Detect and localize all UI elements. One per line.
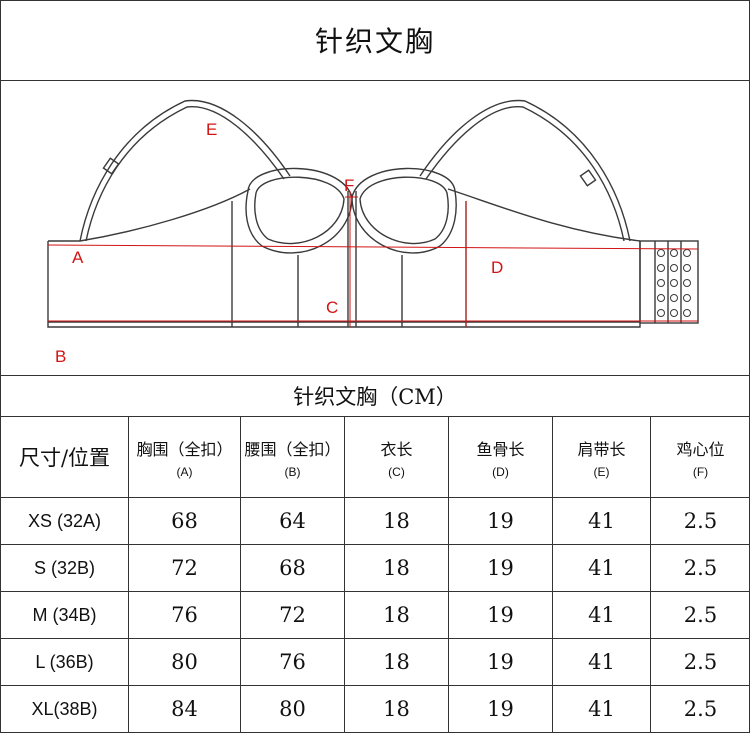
label-e: E: [206, 120, 217, 139]
left-strap-inner: [85, 106, 285, 242]
label-f: F: [344, 176, 354, 195]
cell-c: 18: [344, 685, 449, 733]
band-top-right: [447, 188, 641, 242]
header-length: 衣长 (C): [344, 416, 449, 498]
header-code: (D): [492, 464, 509, 479]
cell-f: 2.5: [650, 591, 750, 639]
cell-c: 18: [344, 497, 449, 545]
header-label: 鸡心位: [676, 439, 725, 459]
bra-diagram-svg: A B C D E F: [47, 99, 699, 366]
table-caption: 针织文胸（CM）: [0, 375, 750, 417]
cell-size: XS (32A): [0, 497, 129, 545]
cell-c: 18: [344, 544, 449, 592]
cell-a: 84: [128, 685, 241, 733]
cell-e: 41: [552, 544, 651, 592]
left-strap-outer: [79, 99, 291, 242]
page-title: 针织文胸: [0, 0, 750, 81]
cell-a: 76: [128, 591, 241, 639]
header-underband: 腰围（全扣） (B): [240, 416, 345, 498]
cell-e: 41: [552, 497, 651, 545]
cell-f: 2.5: [650, 685, 750, 733]
hook-eyes: [657, 249, 691, 317]
cell-d: 19: [448, 591, 553, 639]
band-top-left: [48, 188, 251, 242]
cell-d: 19: [448, 638, 553, 686]
cell-size: M (34B): [0, 591, 129, 639]
header-label: 腰围（全扣）: [244, 439, 341, 459]
table-row: S (32B) 72 68 18 19 41 2.5: [0, 544, 750, 592]
left-strap-slider: [102, 157, 120, 175]
right-cup-outer: [351, 167, 457, 254]
right-strap-outer: [419, 99, 631, 242]
label-a: A: [72, 248, 84, 267]
header-label: 肩带长: [577, 439, 626, 459]
header-code: (C): [388, 464, 405, 479]
header-label: 胸围（全扣）: [136, 439, 233, 459]
cell-a: 68: [128, 497, 241, 545]
band-outline: [47, 241, 641, 328]
cell-f: 2.5: [650, 638, 750, 686]
header-label: 衣长: [380, 439, 413, 459]
table-row: XS (32A) 68 64 18 19 41 2.5: [0, 497, 750, 545]
cell-b: 80: [240, 685, 345, 733]
header-code: (F): [692, 464, 709, 479]
cell-d: 19: [448, 685, 553, 733]
header-gore-width: 鸡心位 (F): [650, 416, 750, 498]
cell-b: 76: [240, 638, 345, 686]
size-table: 尺寸/位置 胸围（全扣） (A) 腰围（全扣） (B) 衣长 (C) 鱼骨长 (…: [0, 416, 750, 733]
cell-size: L (36B): [0, 638, 129, 686]
header-label: 鱼骨长: [476, 439, 525, 459]
table-row: M (34B) 76 72 18 19 41 2.5: [0, 591, 750, 639]
left-cup-inner: [254, 176, 345, 245]
label-b: B: [55, 347, 66, 366]
bra-diagram: A B C D E F: [0, 81, 750, 375]
header-size-position: 尺寸/位置: [0, 416, 129, 498]
header-boning-length: 鱼骨长 (D): [448, 416, 553, 498]
header-code: (E): [593, 464, 610, 479]
cell-b: 68: [240, 544, 345, 592]
header-code: (A): [176, 464, 193, 479]
label-c: C: [326, 298, 338, 317]
left-cup-outer: [245, 167, 353, 254]
table-row: L (36B) 80 76 18 19 41 2.5: [0, 638, 750, 686]
label-d: D: [491, 258, 503, 277]
hook-panel: [639, 240, 699, 324]
measure-line-a: [47, 244, 699, 250]
cell-f: 2.5: [650, 497, 750, 545]
cell-c: 18: [344, 591, 449, 639]
right-strap-inner: [425, 106, 625, 242]
hook-dividers: [654, 241, 682, 323]
cell-a: 80: [128, 638, 241, 686]
header-code: (B): [284, 464, 301, 479]
cell-size: S (32B): [0, 544, 129, 592]
cell-e: 41: [552, 638, 651, 686]
cell-a: 72: [128, 544, 241, 592]
cell-b: 64: [240, 497, 345, 545]
cell-c: 18: [344, 638, 449, 686]
table-row: XL(38B) 84 80 18 19 41 2.5: [0, 685, 750, 733]
header-strap-length: 肩带长 (E): [552, 416, 651, 498]
header-bust: 胸围（全扣） (A): [128, 416, 241, 498]
table-header-row: 尺寸/位置 胸围（全扣） (A) 腰围（全扣） (B) 衣长 (C) 鱼骨长 (…: [0, 416, 750, 498]
center-gore: [347, 191, 357, 327]
cell-size: XL(38B): [0, 685, 129, 733]
right-strap-slider: [579, 169, 597, 187]
right-cup-inner: [359, 176, 449, 245]
cell-f: 2.5: [650, 544, 750, 592]
cell-d: 19: [448, 497, 553, 545]
cell-e: 41: [552, 685, 651, 733]
cell-d: 19: [448, 544, 553, 592]
cell-b: 72: [240, 591, 345, 639]
cell-e: 41: [552, 591, 651, 639]
